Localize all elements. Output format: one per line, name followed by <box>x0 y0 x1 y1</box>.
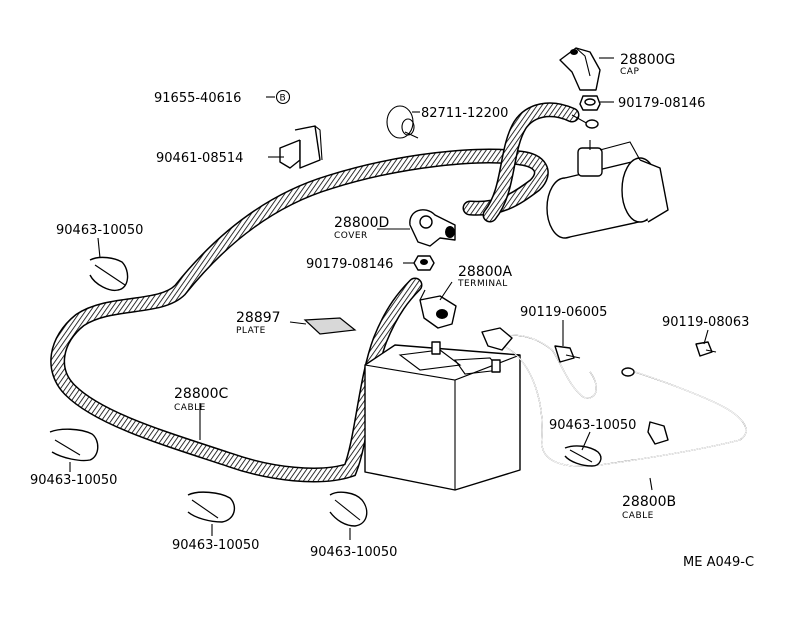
label-plate-number: 28897 <box>236 310 281 326</box>
nut-top <box>579 95 601 111</box>
cable-28800c <box>50 102 599 483</box>
plate-part <box>303 317 357 335</box>
label-cable-c-name: CABLE <box>174 403 206 413</box>
bolt-right-part <box>695 341 717 357</box>
label-clamp-top-left: 90463-10050 <box>56 223 143 238</box>
bolt-mid-part <box>554 345 581 363</box>
label-cable-b-name: CABLE <box>622 511 654 521</box>
clamp-top-left-part <box>89 256 129 292</box>
starter-motor <box>546 140 669 239</box>
label-cap-number: 28800G <box>620 52 675 68</box>
label-clamp-clip: 82711-12200 <box>421 106 508 121</box>
label-cable-c-number: 28800C <box>174 386 229 402</box>
label-bolt-mid: 90119-06005 <box>520 305 607 320</box>
clamp-bottom-mid-part <box>187 491 236 523</box>
label-clamp-bottom-right: 90463-10050 <box>310 545 397 560</box>
label-nut-mid: 90179-08146 <box>306 257 393 272</box>
label-cable-b-number: 28800B <box>622 494 676 510</box>
marker-b-circle <box>275 89 291 105</box>
terminal-part <box>419 289 457 329</box>
marker-b-letter: B <box>280 94 287 104</box>
label-clamp-bottom-mid: 90463-10050 <box>172 538 259 553</box>
figure-code: ME A049-C <box>683 555 754 570</box>
clamp-clip-part <box>386 105 419 139</box>
label-nut-top: 90179-08146 <box>618 96 705 111</box>
cover-part <box>409 209 456 247</box>
clamp-bottom-right-part <box>329 491 368 527</box>
label-cover-number: 28800D <box>334 215 389 231</box>
label-terminal-number: 28800A <box>458 264 513 280</box>
cable-28800b <box>481 327 747 467</box>
label-bolt-right: 90119-08063 <box>662 315 749 330</box>
label-clamp-right: 90463-10050 <box>549 418 636 433</box>
bracket-part <box>279 125 323 169</box>
nut-mid <box>413 255 435 271</box>
leader-lines <box>69 57 709 540</box>
cap-part <box>559 47 601 91</box>
clamp-right-part <box>564 421 669 467</box>
label-cover-name: COVER <box>334 231 368 241</box>
label-plate-name: PLATE <box>236 326 266 336</box>
label-terminal-name: TERMINAL <box>457 279 508 289</box>
clamp-left-low-part <box>49 428 99 462</box>
label-cap-name: CAP <box>620 67 639 77</box>
label-clamp-left-low: 90463-10050 <box>30 473 117 488</box>
battery <box>364 341 521 491</box>
label-bracket: 90461-08514 <box>156 151 243 166</box>
label-bolt-b: 91655-40616 <box>154 91 241 106</box>
